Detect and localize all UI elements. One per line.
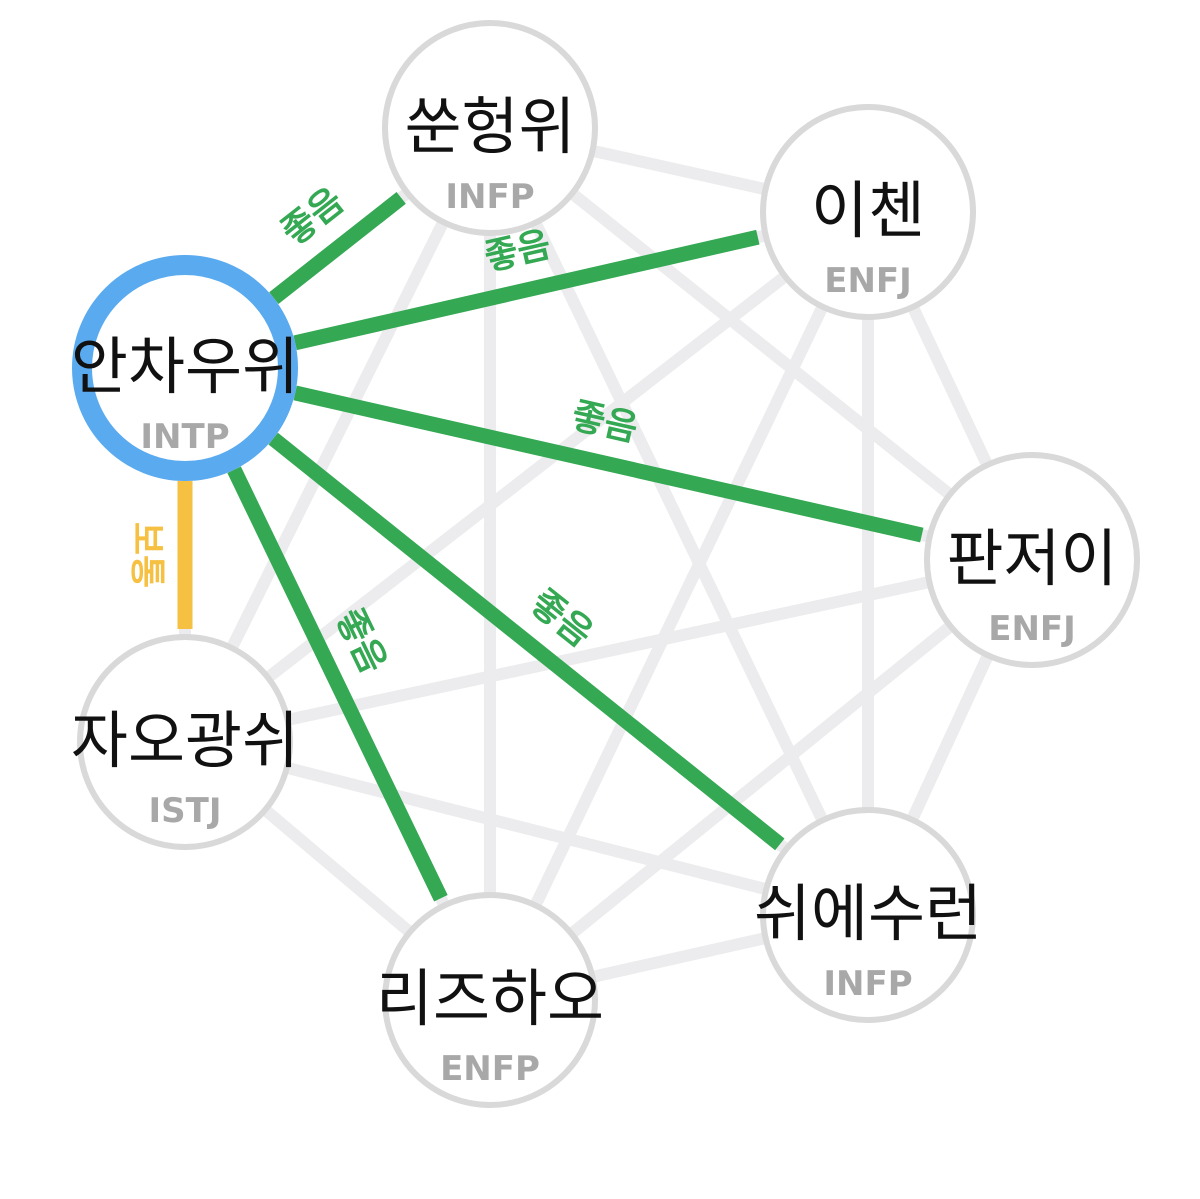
- relation-label: 보통: [126, 522, 167, 588]
- character-node[interactable]: 쉬에수런 INFP: [754, 807, 982, 1023]
- node-type: INFP: [823, 964, 912, 1004]
- node-circle: [924, 452, 1140, 668]
- background-edge: [484, 209, 874, 1003]
- background-edge: [183, 736, 870, 921]
- relation-edge-good: [227, 466, 448, 902]
- character-node[interactable]: 쑨헝위 INFP: [382, 20, 598, 236]
- node-name: 안차우위: [71, 330, 299, 403]
- background-edge: [486, 123, 1036, 565]
- character-node[interactable]: 자오광쉬 ISTJ: [71, 634, 299, 850]
- background-edge: [179, 125, 496, 745]
- background-edge: [486, 555, 1036, 1005]
- character-node[interactable]: 이첸 ENFJ: [760, 104, 976, 320]
- node-type: INTP: [140, 417, 229, 457]
- node-circle: [760, 807, 976, 1023]
- relation-edge-good: [293, 385, 924, 543]
- node-name: 쑨헝위: [404, 90, 575, 163]
- character-node[interactable]: 판저이 ENFJ: [924, 452, 1140, 668]
- node-circle: [77, 634, 293, 850]
- node-name: 이첸: [811, 174, 925, 247]
- node-circle: [72, 255, 298, 481]
- relation-edge-good: [268, 432, 785, 851]
- node-name: 판저이: [946, 522, 1117, 595]
- background-edge: [484, 125, 874, 918]
- character-node[interactable]: 리즈하오 ENFP: [376, 892, 604, 1108]
- node-type: INFP: [445, 177, 534, 217]
- background-edge: [181, 207, 872, 747]
- node-circle: [382, 892, 598, 1108]
- relation-edge-good: [293, 229, 760, 351]
- node-name: 쉬에수런: [754, 877, 982, 950]
- node-type: ENFJ: [824, 261, 912, 301]
- character-nodes: 쑨헝위 INFP 이첸 ENFJ 안차우위 INTP 판저이 ENFJ 자오광쉬 ISTJ 쉬에수런…: [71, 20, 1140, 1108]
- character-node-selected[interactable]: 안차우위 INTP: [71, 255, 299, 481]
- relation-edges: [177, 191, 924, 902]
- relation-edge-good: [269, 191, 406, 305]
- node-type: ENFJ: [988, 609, 1076, 649]
- node-name: 자오광쉬: [71, 704, 299, 777]
- node-type: ENFP: [440, 1049, 540, 1089]
- background-edge: [183, 554, 1034, 748]
- node-name: 리즈하오: [376, 962, 604, 1035]
- node-circle: [760, 104, 976, 320]
- node-type: ISTJ: [149, 791, 222, 831]
- node-circle: [382, 20, 598, 236]
